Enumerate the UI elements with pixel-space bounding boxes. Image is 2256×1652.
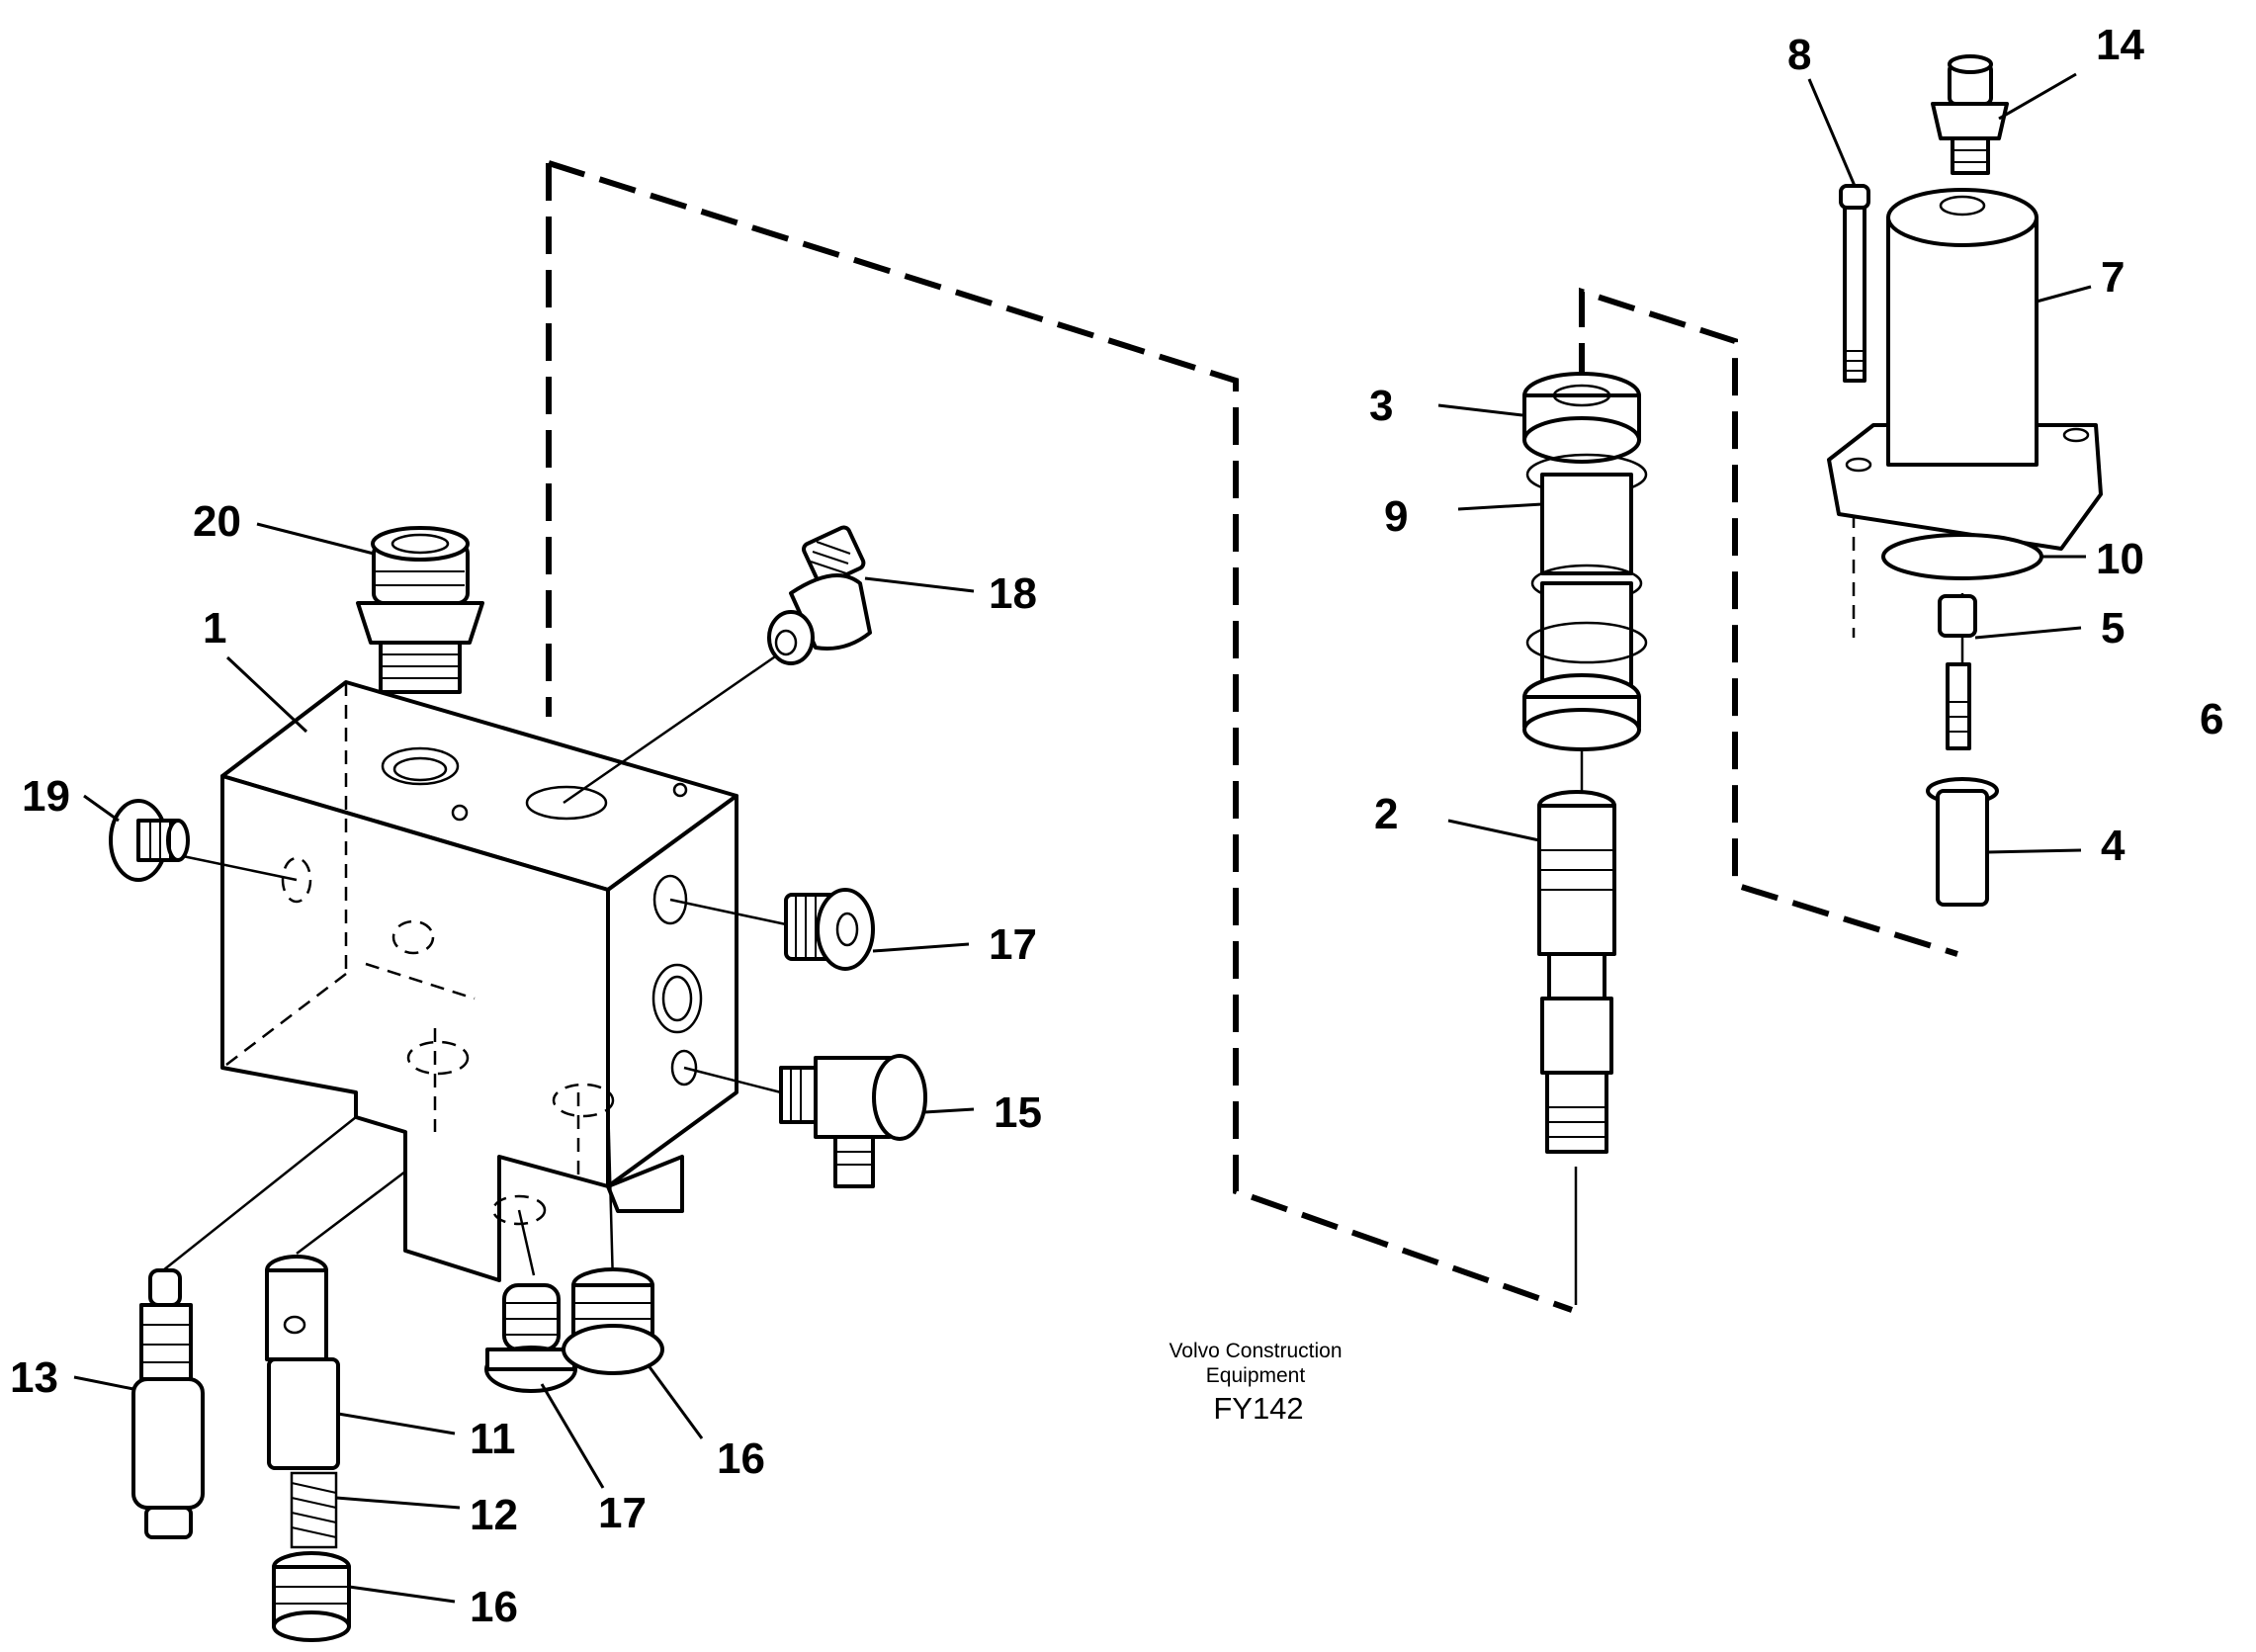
leader-9 (1457, 502, 1543, 511)
part-14-fitting (1931, 54, 2009, 175)
leader-11 (337, 1412, 456, 1435)
leader-3 (1437, 403, 1523, 417)
part-20-fitting (356, 526, 484, 694)
leader-19 (83, 794, 120, 823)
leader-12 (335, 1496, 461, 1510)
leader-18 (864, 576, 975, 593)
part-4-plunger (1926, 777, 1999, 907)
centre-line-17 (669, 898, 787, 926)
part-5-pin (1938, 594, 1977, 750)
callout-19: 19 (22, 772, 70, 821)
leader-17 (872, 942, 970, 953)
callout-5: 5 (2101, 604, 2125, 652)
callout-17-lower: 17 (598, 1489, 647, 1537)
leader-16-middle (646, 1363, 704, 1439)
centre-line-11 (296, 1171, 406, 1255)
assembly-dashed-line-main (548, 160, 1573, 1313)
centre-line-13 (162, 1116, 357, 1271)
leader-8 (1807, 78, 1857, 187)
callout-16-bottom: 16 (470, 1583, 518, 1631)
callout-3: 3 (1369, 382, 1393, 430)
callout-7: 7 (2101, 253, 2125, 302)
callout-12: 12 (470, 1491, 518, 1539)
part-2-sleeve (1537, 790, 1616, 1154)
part-7-cylinder (1827, 188, 2103, 551)
credit-line-1: Volvo Construction (1169, 1340, 1342, 1362)
leader-17-lower (540, 1383, 605, 1489)
part-9-retainer (1522, 453, 1648, 751)
leader-4 (1986, 848, 2082, 854)
callout-2: 2 (1374, 790, 1398, 838)
leader-20 (256, 522, 375, 556)
callout-8: 8 (1787, 31, 1811, 79)
leader-1 (225, 655, 308, 734)
callout-4: 4 (2101, 822, 2126, 870)
leader-7 (2036, 285, 2092, 304)
part-13-cartridge (131, 1268, 205, 1539)
callout-11: 11 (470, 1415, 516, 1463)
callout-6: 6 (2200, 695, 2223, 743)
part-19-plug (109, 799, 190, 882)
credit-line-2: Equipment (1206, 1364, 1306, 1387)
centre-line-17b (517, 1209, 536, 1276)
callout-1: 1 (203, 604, 226, 652)
part-16-plug-middle (562, 1267, 664, 1375)
leader-5 (1974, 626, 2082, 640)
leader-2 (1447, 819, 1540, 842)
centre-line-16 (606, 1099, 615, 1286)
valve-block (220, 680, 738, 1282)
figure-code: FY142 (1213, 1391, 1303, 1426)
cartridge-dashed-line (1579, 287, 1958, 957)
callout-9: 9 (1384, 492, 1408, 541)
part-18-elbow (767, 525, 872, 665)
centre-line-18 (563, 651, 782, 805)
part-12-spring (290, 1471, 338, 1549)
callout-14: 14 (2096, 21, 2144, 69)
part-15-fitting (779, 1054, 927, 1188)
part-17-plug-right (784, 888, 875, 971)
callout-15: 15 (994, 1088, 1042, 1137)
callout-10: 10 (2096, 535, 2144, 583)
leader-15 (923, 1107, 975, 1114)
callout-13: 13 (10, 1353, 58, 1402)
leader-13 (73, 1375, 134, 1391)
leader-16-bottom (348, 1585, 456, 1604)
callout-17: 17 (989, 920, 1037, 969)
centre-line-15 (683, 1066, 782, 1094)
part-10-oring (1881, 533, 2043, 580)
callout-18: 18 (989, 569, 1037, 618)
centre-line-19 (177, 853, 298, 882)
part-16-plug-bottom (272, 1551, 351, 1642)
part-17-plug-lower (484, 1283, 577, 1393)
part-11-spool (265, 1255, 340, 1470)
leader-14 (1998, 72, 2077, 121)
callout-20: 20 (193, 497, 241, 546)
callout-16-middle: 16 (717, 1435, 765, 1483)
part-3-piston (1522, 372, 1641, 464)
part-8-bolt (1839, 184, 1870, 383)
